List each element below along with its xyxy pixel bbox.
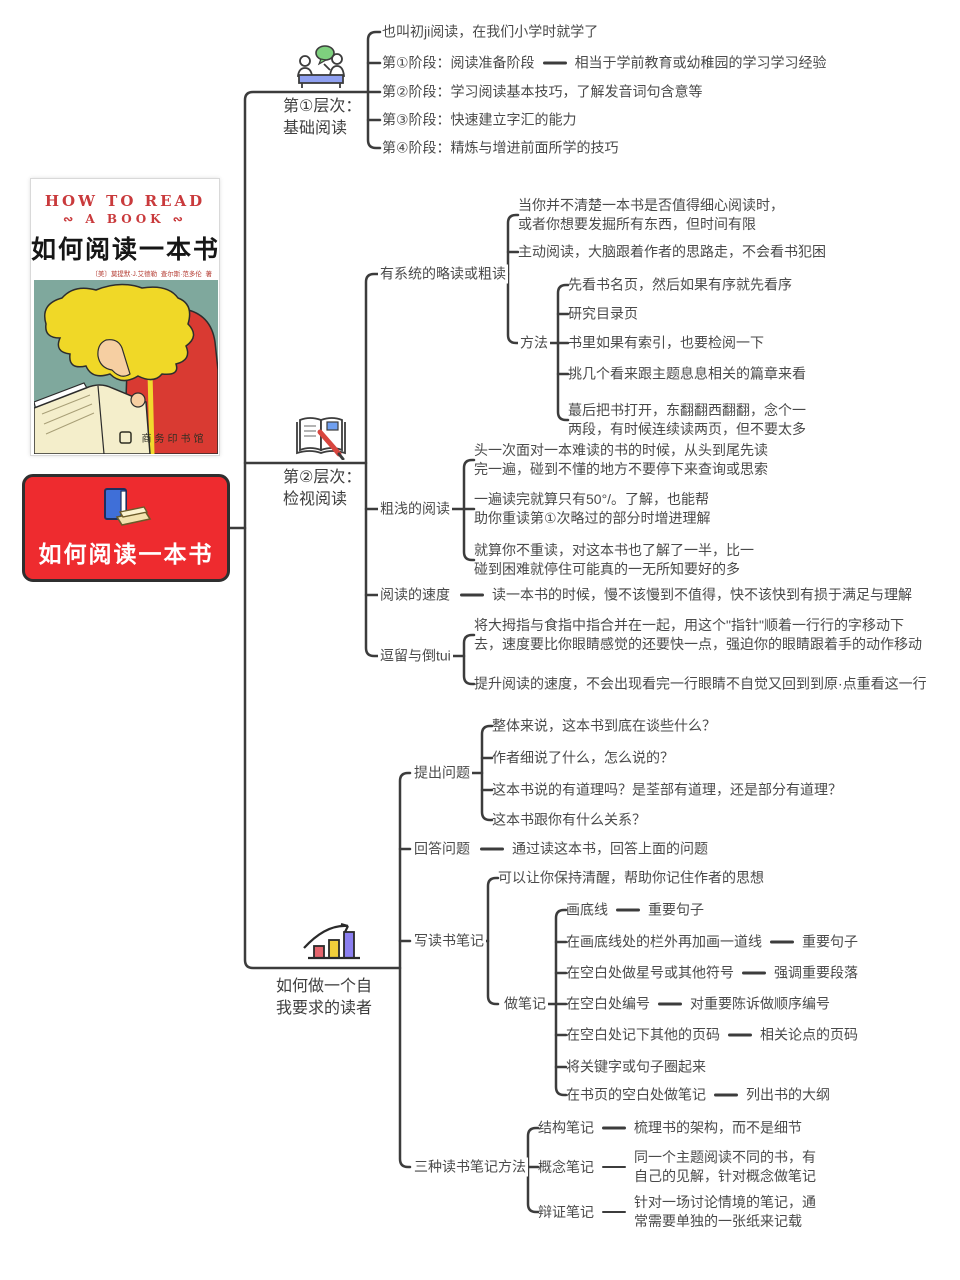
node-ask-relevance[interactable]: 这本书跟你有什么关系？ [492, 811, 646, 828]
node-skim-when[interactable]: 当你并不清楚一本书是否值得细心阅读时， 或者你想要发掘所有东西，但时间有限 [518, 197, 784, 232]
node-taking-margin-line[interactable]: 在画底线处的栏外再加画一道线 重要句子 [566, 933, 858, 950]
book-cover: HOW TO READ ∾ A BOOK ∾ 如何阅读一本书 〔美〕莫提默·J.… [30, 178, 220, 456]
branch-inspectional-reading-label[interactable]: 第②层次： 检视阅读 [283, 469, 362, 508]
node-shallow-fifty-percent[interactable]: 一遍读完就算只有50°/。了解，也能帮 助你重读第①次略过的部分时增进理解 [474, 491, 711, 526]
node-method-titlepage[interactable]: 先看书名页，然后如果有序就先看序 [568, 276, 792, 293]
node-taking-page-refs[interactable]: 在空白处记下其他的页码 相关论点的页码 [566, 1026, 858, 1043]
node-taking-circle-keywords[interactable]: 将关键字或句子圈起来 [566, 1058, 706, 1075]
dash-connector [542, 61, 567, 65]
publisher-emblem-icon [119, 431, 132, 444]
node-basic-stage4[interactable]: 第④阶段：精炼与增进前面所学的技巧 [382, 139, 619, 156]
node-pause-pointer[interactable]: 将大拇指与食指中指合并在一起，用这个"指针"顺着一行行的字移动下 去，速度要比你… [474, 617, 922, 652]
branch-demanding-reader-label[interactable]: 如何做一个自 我要求的读者 [276, 978, 373, 1017]
node-fixation-regression[interactable]: 逗留与倒tui [378, 646, 453, 666]
node-ask-questions[interactable]: 提出问题 [412, 763, 472, 783]
books-icon [104, 488, 152, 526]
node-method-flip[interactable]: 蕞后把书打开，东翻翻西翻翻，念个一 两段，有时候连续读两页，但不要太多 [568, 402, 806, 437]
node-three-note-methods[interactable]: 三种读书笔记方法 [412, 1157, 528, 1177]
node-method-chapters[interactable]: 挑几个看来跟主题息息相关的篇章来看 [568, 365, 806, 382]
cover-title-english-line1: HOW TO READ [44, 192, 206, 210]
node-shallow-half-known[interactable]: 就算你不重读，对这本书也了解了一半，比一 碰到困难就停住可能真的一无所知要好的多 [474, 542, 754, 577]
node-conceptual-notes[interactable]: 概念笔记 同一个主题阅读不同的书，有 自己的见解，针对概念做笔记 [538, 1149, 816, 1184]
cover-title-english-line2: ∾ A BOOK ∾ [63, 212, 187, 226]
dash-connector [714, 1093, 738, 1097]
node-taking-numbering[interactable]: 在空白处编号 对重要陈诉做顺序编号 [566, 995, 830, 1012]
root-node-label: 如何阅读一本书 [38, 541, 214, 567]
node-structural-notes[interactable]: 结构笔记 梳理书的架构，而不是细节 [538, 1119, 802, 1136]
dash-connector [602, 1126, 626, 1130]
node-note-taking[interactable]: 做笔记 [502, 994, 548, 1014]
node-write-notes[interactable]: 写读书笔记 [412, 931, 486, 951]
branch-basic-reading-label[interactable]: 第①层次： 基础阅读 [283, 98, 362, 137]
node-answer-questions[interactable]: 回答问题 通过读这本书，回答上面的问题 [412, 839, 708, 859]
node-taking-underline[interactable]: 画底线 重要句子 [566, 901, 704, 918]
node-systematic-skimming[interactable]: 有系统的略读或粗读 [378, 264, 508, 284]
cover-author-line: 〔美〕莫提默·J.艾德勒 查尔斯·范多伦 著 [91, 271, 212, 278]
node-basic-stage2[interactable]: 第②阶段：学习阅读基本技巧，了解发音词句含意等 [382, 83, 703, 100]
dash-connector [460, 593, 484, 597]
node-basic-stage1[interactable]: 第①阶段：阅读准备阶段 相当于学前教育或幼稚园的学习学习经验 [382, 54, 827, 71]
node-dialectical-notes[interactable]: 辩证笔记 针对一场讨论情境的笔记，通 常需要单独的一张纸来记载 [538, 1194, 816, 1229]
node-shallow-first-pass[interactable]: 头一次面对一本难读的书的时候，从头到尾先读 完一遍，碰到不懂的地方不要停下来查询… [474, 442, 768, 477]
node-ask-overall[interactable]: 整体来说，这本书到底在谈些什么？ [492, 717, 716, 734]
node-notes-benefit[interactable]: 可以让你保持清醒，帮助你记住作者的思想 [498, 869, 764, 886]
bar-chart-icon [298, 916, 364, 969]
node-basic-stage3[interactable]: 第③阶段：快速建立字汇的能力 [382, 111, 577, 128]
dash-connector [616, 908, 640, 912]
node-method-index[interactable]: 书里如果有索引，也要检阅一下 [568, 334, 764, 351]
dash-connector [602, 1210, 626, 1214]
root-node[interactable]: 如何阅读一本书 [22, 474, 230, 582]
node-skim-active[interactable]: 主动阅读，大脑跟着作者的思路走，不会看书犯困 [518, 243, 826, 260]
node-skim-method[interactable]: 方法 [518, 333, 550, 353]
node-method-toc[interactable]: 研究目录页 [568, 305, 638, 322]
dash-connector [480, 847, 504, 851]
node-ask-true[interactable]: 这本书说的有道理吗？是荃部有道理，还是部分有道理？ [492, 781, 842, 798]
node-taking-margin-notes[interactable]: 在书页的空白处做笔记 列出书的大纲 [566, 1086, 830, 1103]
dash-connector [728, 1033, 752, 1037]
cover-title-chinese: 如何阅读一本书 [31, 235, 221, 264]
book-and-pencil-icon [294, 414, 350, 465]
node-pause-speedup[interactable]: 提升阅读的速度，不会出现看完一行眼睛不自觉又回到到原·点重看这一行 [474, 675, 927, 692]
node-reading-speed[interactable]: 阅读的速度 读一本书的时候，慢不该慢到不值得，快不该快到有损于满足与理解 [378, 585, 912, 605]
cover-illustration: 商务印书馆 [34, 280, 218, 454]
dash-connector [770, 940, 794, 944]
people-talking-icon [292, 44, 350, 95]
cover-publisher: 商务印书馆 [142, 432, 207, 445]
dash-connector [742, 971, 766, 975]
node-taking-star[interactable]: 在空白处做星号或其他符号 强调重要段落 [566, 964, 858, 981]
dash-connector [658, 1002, 682, 1006]
node-superficial-reading[interactable]: 粗浅的阅读 [378, 499, 452, 519]
dash-connector [602, 1165, 626, 1169]
node-ask-detail[interactable]: 作者细说了什么，怎么说的？ [492, 749, 674, 766]
node-basic-alias[interactable]: 也叫初ji阅读，在我们小学时就学了 [382, 23, 599, 40]
